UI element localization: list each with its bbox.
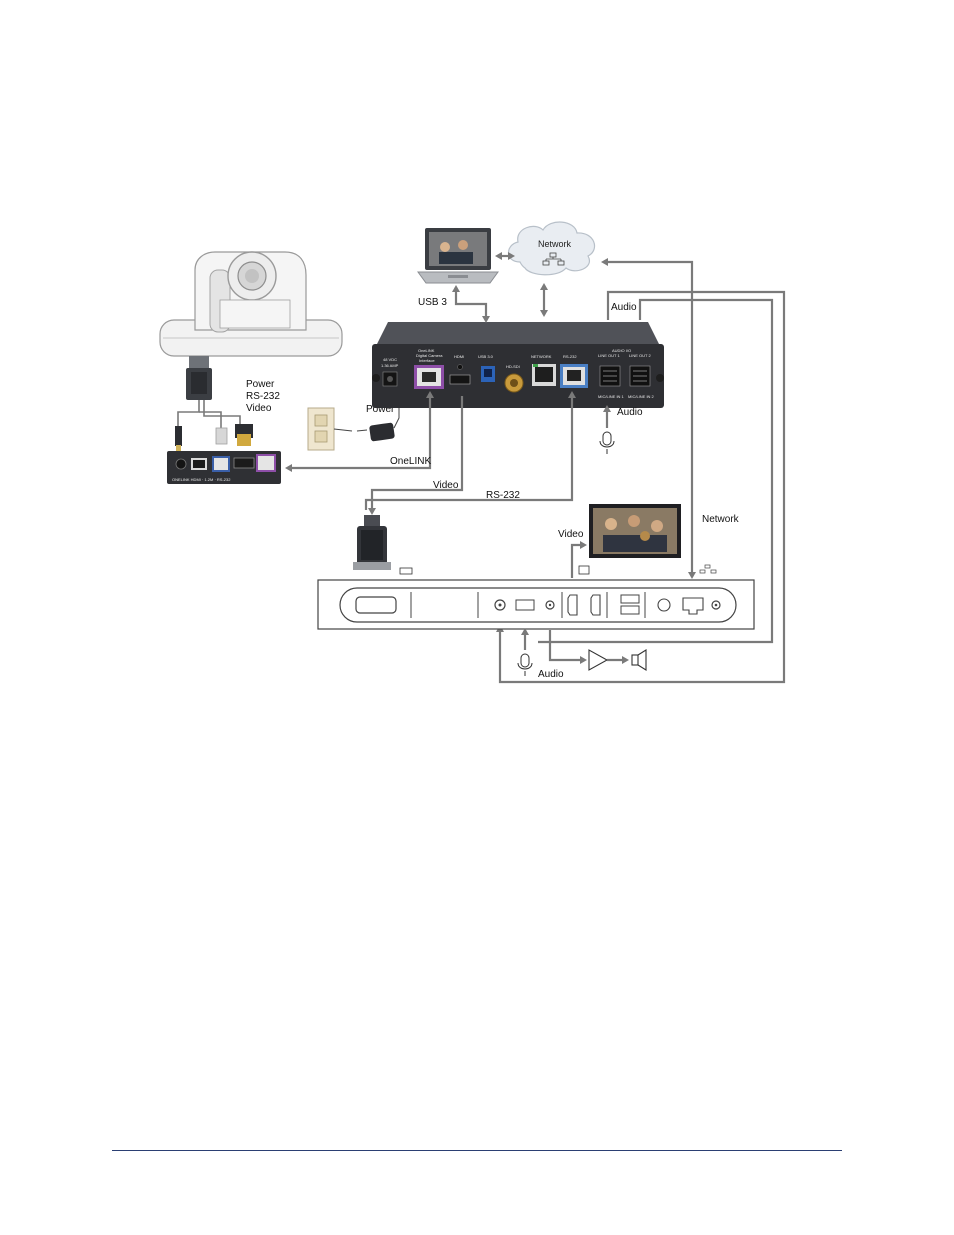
amplifier-icon [588, 649, 609, 671]
svg-text:HDMI: HDMI [454, 354, 464, 359]
svg-text:USB 3.0: USB 3.0 [478, 354, 494, 359]
network-cloud-icon: Network [507, 221, 596, 276]
speaker-icon [631, 649, 647, 671]
svg-text:1.36 AMP: 1.36 AMP [381, 363, 399, 368]
microphone-icon [599, 431, 615, 454]
laptop-icon [417, 228, 499, 284]
svg-text:MIC/LINE IN 1: MIC/LINE IN 1 [598, 394, 625, 399]
audio-label-top: Audio [611, 302, 637, 313]
power-label: Power [366, 404, 395, 415]
svg-text:AUDIO I/O: AUDIO I/O [612, 348, 631, 353]
network-label-right: Network [702, 514, 740, 525]
svg-text:Interface: Interface [419, 358, 435, 363]
codec-rear-panel [317, 579, 755, 630]
dvi-connector-icon [353, 515, 413, 575]
power-label-camera: Power [246, 379, 275, 390]
rs232-label-camera: RS-232 [246, 391, 280, 402]
svg-text:ONELINK HDMI · 1.2M · RS-232: ONELINK HDMI · 1.2M · RS-232 [172, 477, 231, 482]
display-monitor-icon [578, 504, 681, 575]
video-label-mid: Video [433, 480, 459, 491]
svg-text:OneLINK: OneLINK [418, 348, 435, 353]
svg-text:48 VDC: 48 VDC [383, 357, 397, 362]
ptz-camera-icon [159, 251, 343, 357]
main-device-rear-panel: 48 VDC 1.36 AMP OneLINK Digital Camera I… [372, 322, 664, 408]
svg-text:HD-SDI: HD-SDI [506, 364, 520, 369]
audio-label-right: Audio [617, 407, 643, 418]
network-cloud-label: Network [538, 239, 572, 249]
svg-text:RS-232: RS-232 [563, 354, 577, 359]
audio-label-bottom: Audio [538, 669, 564, 680]
svg-text:LINE OUT 1: LINE OUT 1 [598, 353, 620, 358]
onelink-label: OneLINK [390, 456, 431, 467]
footer-rule [112, 1150, 842, 1151]
network-icon-right [699, 564, 717, 574]
video-label-display: Video [558, 529, 584, 540]
svg-text:MIC/LINE IN 2: MIC/LINE IN 2 [628, 394, 655, 399]
svg-text:NETWORK: NETWORK [531, 354, 552, 359]
wall-outlet-icon [307, 407, 335, 451]
rs232-label: RS-232 [486, 490, 520, 501]
onelink-camera-box: ONELINK HDMI · 1.2M · RS-232 [167, 451, 281, 484]
svg-text:LINE OUT 2: LINE OUT 2 [629, 353, 651, 358]
usb3-label: USB 3 [418, 297, 447, 308]
svg-text:Digital Camera: Digital Camera [416, 353, 443, 358]
camera-breakout-cable [175, 356, 253, 451]
microphone-icon-bottom [517, 653, 533, 676]
video-label-camera: Video [246, 403, 272, 414]
